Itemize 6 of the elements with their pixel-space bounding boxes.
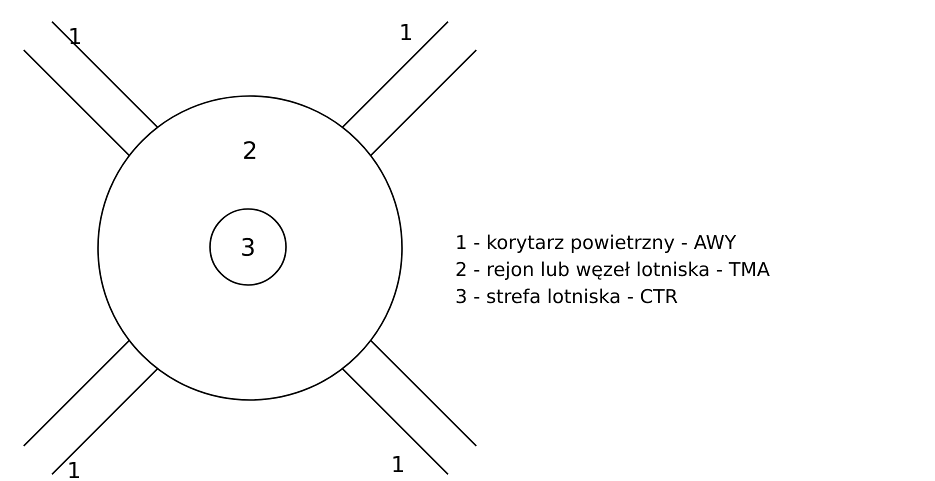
legend-text: 2 - rejon lub węzeł lotniska - TMA xyxy=(456,262,770,280)
legend-text: 1 - korytarz powietrzny - AWY xyxy=(457,234,736,253)
legend-text: 3 - strefa lotniska - CTR xyxy=(456,288,678,304)
corridor: 1 xyxy=(23,340,158,478)
corridor: 1 xyxy=(342,340,477,475)
corridor: 1 xyxy=(342,21,477,156)
